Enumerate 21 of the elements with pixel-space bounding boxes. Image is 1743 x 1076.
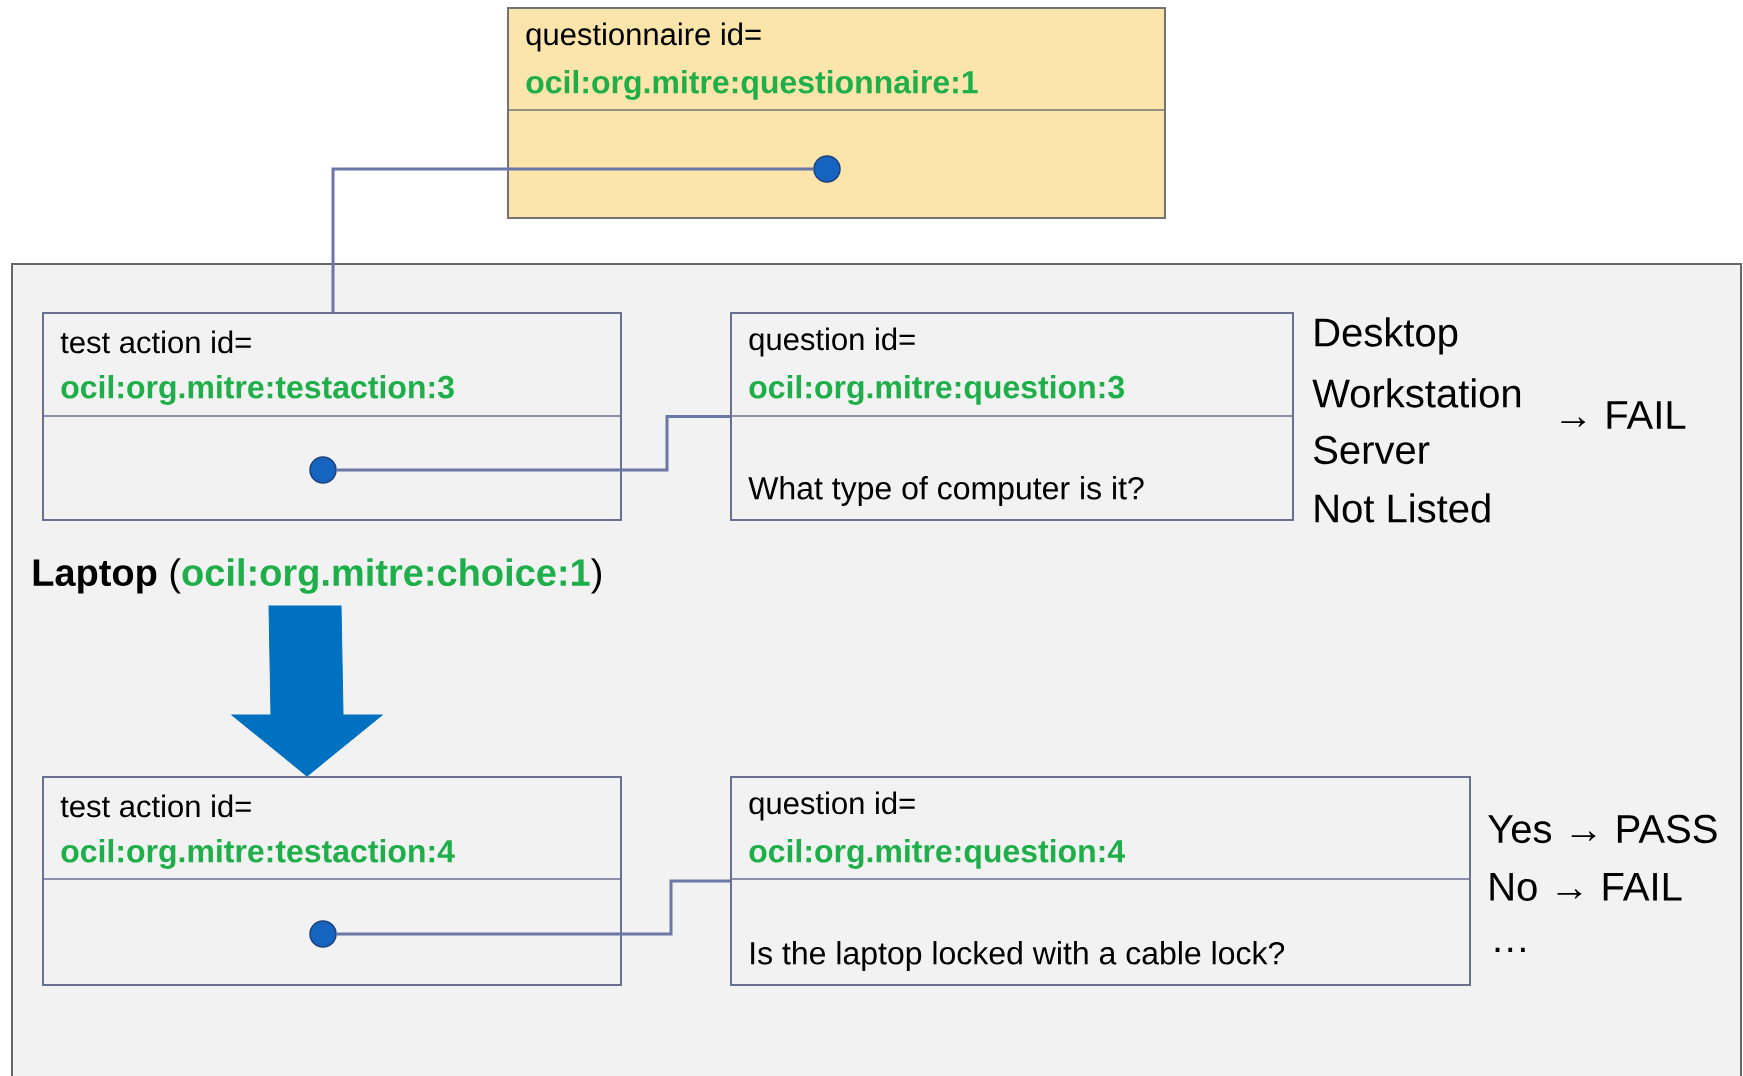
dot	[813, 155, 841, 183]
class-box: test action id= ocil:org.mitre:testaction:3	[41, 312, 622, 521]
choice-text: Yes → PASS	[1488, 814, 1717, 844]
connector	[331, 167, 814, 312]
dot	[309, 920, 337, 948]
connector	[336, 415, 730, 472]
block-arrow	[231, 605, 383, 777]
connector	[336, 879, 730, 936]
choice-label: Laptop (ocil:org.mitre:choice:1)	[33, 558, 601, 594]
choice-text: …	[1495, 947, 1525, 953]
choice-text: → FAIL	[1561, 401, 1686, 429]
choice-text: Server	[1314, 435, 1430, 465]
choice-text: Workstation	[1312, 378, 1521, 408]
choice-text: Desktop	[1315, 317, 1458, 355]
class-box: test action id= ocil:org.mitre:testaction:4	[41, 776, 622, 986]
dot	[309, 456, 337, 484]
class-box: question id= ocil:org.mitre:question:3 What type of computer is it?	[729, 312, 1294, 521]
class-box: question id= ocil:org.mitre:question:4 Is the laptop locked with a cable lock?	[729, 776, 1471, 986]
class-box: questionnaire id= ocil:org.mitre:questionnaire:1	[506, 7, 1166, 219]
choice-text: No → FAIL	[1490, 873, 1682, 901]
choice-text: Not Listed	[1315, 493, 1490, 523]
